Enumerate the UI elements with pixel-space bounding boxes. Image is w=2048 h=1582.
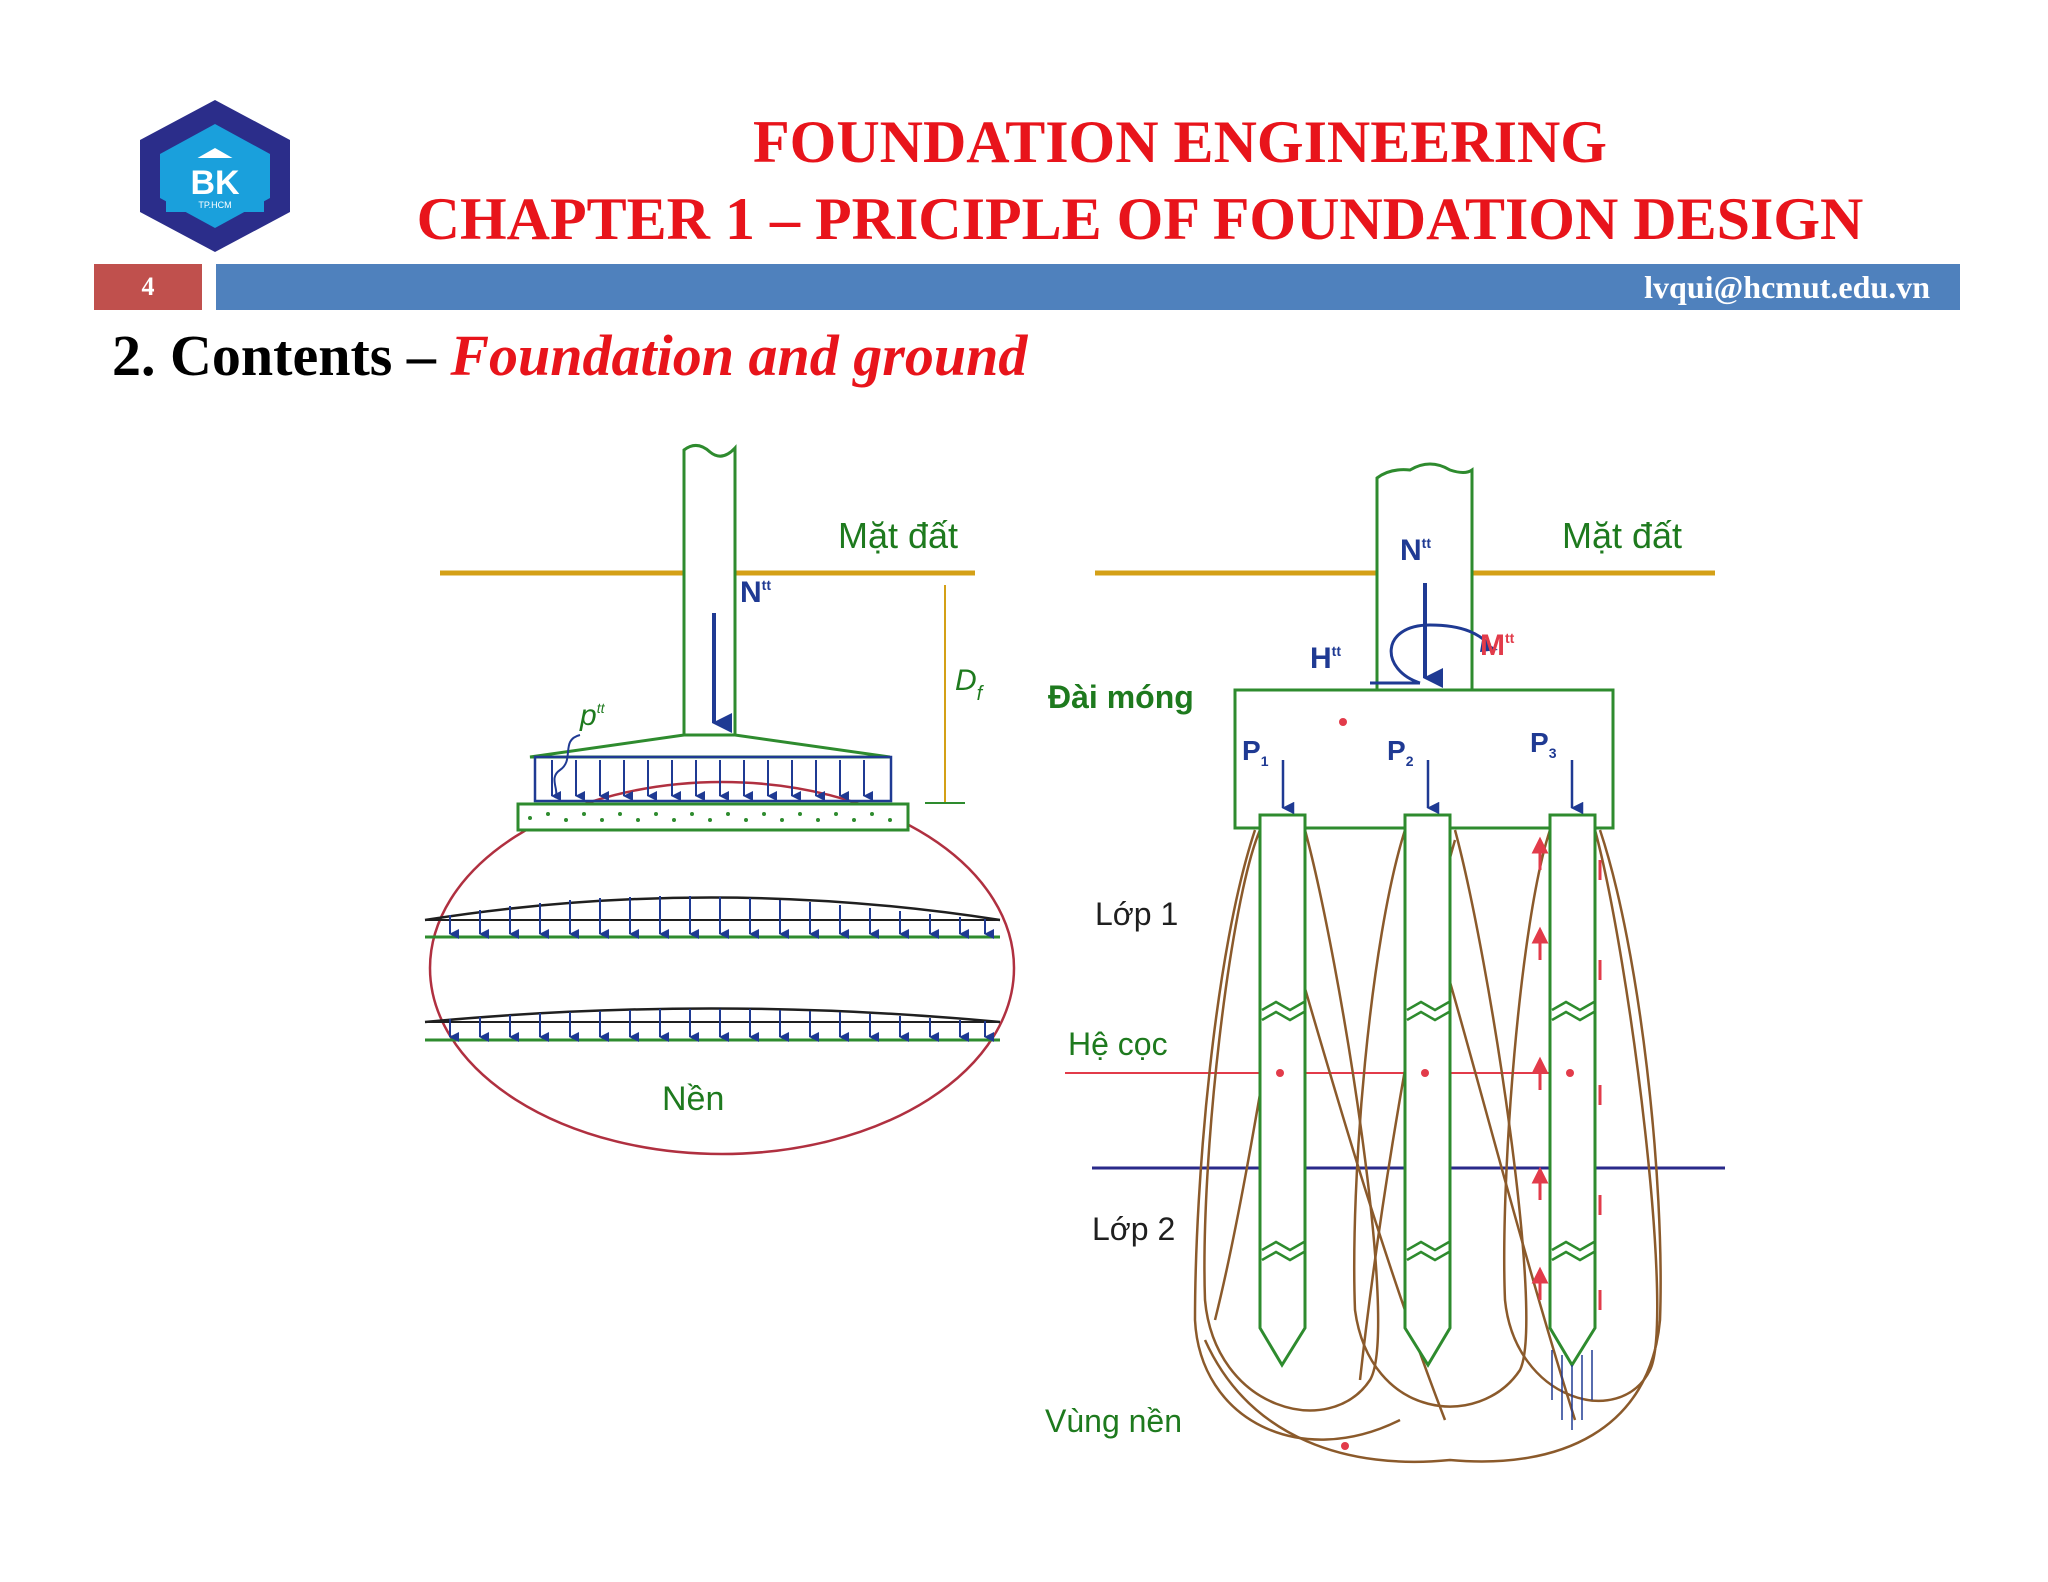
pile-break-marks xyxy=(1261,1000,1595,1262)
stress-level-1-curve xyxy=(424,896,1001,922)
column-left xyxy=(682,444,737,735)
title-line-1: FOUNDATION ENGINEERING xyxy=(753,109,1607,175)
pile-foundation-diagram: Mặt đất Ntt Htt Mtt Đài móng P1 P2 P3 Lớ… xyxy=(1045,462,1725,1464)
logo-text: BK xyxy=(190,164,240,202)
pile-3 xyxy=(1548,813,1597,1368)
pile-system-label: Hệ cọc xyxy=(1068,1026,1168,1062)
horizontal-force-label: Htt xyxy=(1310,642,1341,675)
pressure-label: ptt xyxy=(579,699,606,732)
header-bar: lvqui@hcmut.edu.vn xyxy=(216,264,1960,310)
contact-pressure-arrows xyxy=(551,760,873,801)
reference-dots xyxy=(1276,718,1574,1450)
slab-hatching xyxy=(528,812,892,822)
pile-load-label-3: P3 xyxy=(1530,727,1557,761)
title-line-2: CHAPTER 1 – PRICIPLE OF FOUNDATION DESIG… xyxy=(416,186,1864,252)
load-label-right: Ntt xyxy=(1400,534,1431,567)
section-heading: 2. Contents – Foundation and ground xyxy=(112,322,1027,389)
page-number: 4 xyxy=(94,264,202,310)
stress-level-2-arrows xyxy=(449,1009,994,1042)
footing-taper xyxy=(529,733,891,759)
moment-label: Mtt xyxy=(1480,629,1515,662)
skin-friction-arrows xyxy=(1531,836,1602,1310)
moment-arc xyxy=(1389,623,1492,685)
pile-cap-label: Đài móng xyxy=(1048,679,1194,715)
tip-resistance-arrows xyxy=(1551,1350,1593,1430)
section-subtitle: Foundation and ground xyxy=(450,323,1028,388)
pressure-leader xyxy=(553,734,581,799)
piles xyxy=(1258,813,1597,1368)
pile-2 xyxy=(1403,813,1452,1368)
layer-1-label: Lớp 1 xyxy=(1095,896,1178,932)
foundation-slab xyxy=(516,802,910,832)
pile-load-label-2: P2 xyxy=(1387,735,1414,769)
layer-2-label: Lớp 2 xyxy=(1092,1211,1175,1247)
ground-zone-label: Vùng nền xyxy=(1045,1403,1182,1439)
pile-load-label-1: P1 xyxy=(1242,735,1269,769)
moment-arrowhead xyxy=(1480,640,1498,652)
pile-cap xyxy=(1233,688,1615,830)
ground-label-left: Mặt đất xyxy=(838,515,958,556)
section-title: 2. Contents – xyxy=(112,323,451,388)
ground-label-right: Mặt đất xyxy=(1562,515,1682,556)
bk-logo: BK TP.HCM xyxy=(140,100,290,252)
load-label-left: Ntt xyxy=(740,576,771,609)
stress-level-1-arrows xyxy=(449,896,994,939)
shallow-foundation-diagram: Mặt đất Ntt Df ptt Nền xyxy=(424,444,1016,1156)
contact-pressure-block xyxy=(533,755,893,803)
soil-label: Nền xyxy=(662,1080,724,1118)
soil-pressure-bulb xyxy=(428,780,1016,1156)
pile-1 xyxy=(1258,813,1307,1368)
author-email: lvqui@hcmut.edu.vn xyxy=(1644,269,1930,305)
pile-load-arrows xyxy=(1281,760,1584,815)
logo-subtext: TP.HCM xyxy=(198,200,231,210)
stress-level-2-curve xyxy=(424,1007,1001,1024)
depth-label: Df xyxy=(955,664,985,705)
